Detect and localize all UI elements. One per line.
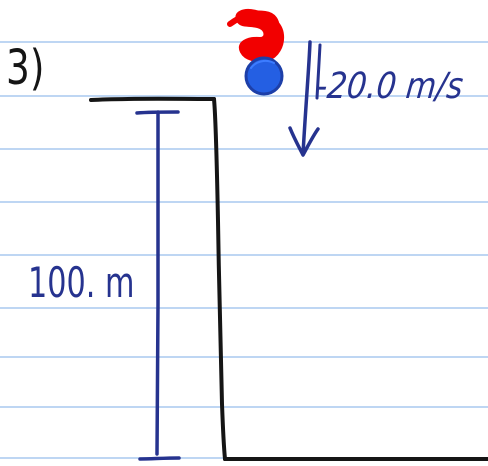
height-dimension-line [155, 110, 160, 456]
cliff-wall [212, 97, 227, 461]
ball-icon [244, 56, 284, 96]
height-top-tick [135, 110, 180, 115]
velocity-marker-stroke [315, 43, 322, 100]
down-arrow-icon [288, 126, 320, 157]
height-bottom-tick [138, 456, 181, 461]
hat-icon [227, 9, 285, 63]
cliff-top-edge [89, 96, 216, 102]
down-arrow-shaft [301, 40, 312, 156]
initial-velocity-label: -20.0 m/s [313, 66, 465, 107]
problem-number: 3) [6, 40, 45, 96]
cliff-height-label: 100. m [28, 258, 135, 307]
